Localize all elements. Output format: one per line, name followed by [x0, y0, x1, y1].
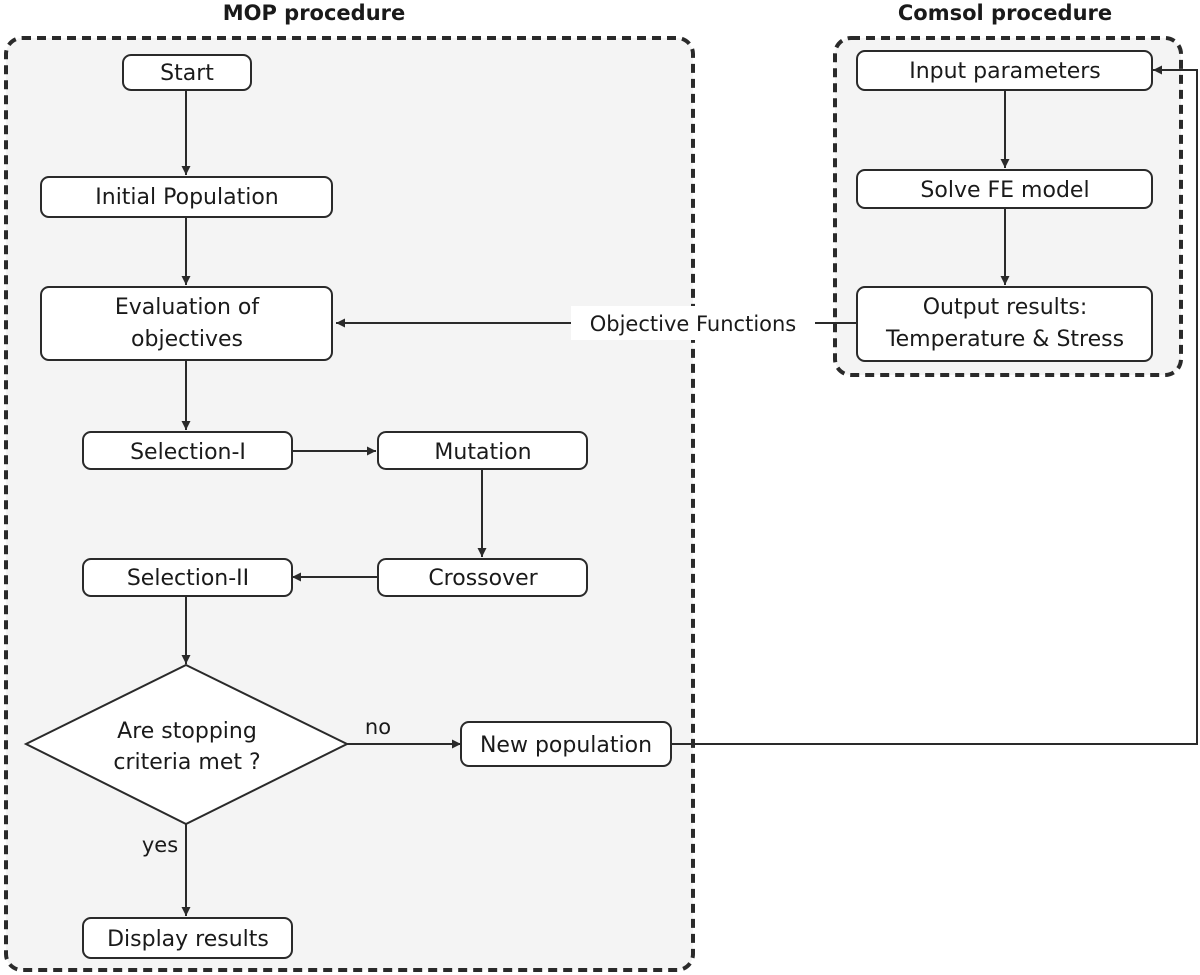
- start-label: Start: [160, 61, 214, 86]
- evaluation-label-line1: Evaluation of: [115, 295, 261, 320]
- selection-1-label: Selection-I: [130, 440, 246, 465]
- new-population-node: [460, 721, 672, 767]
- decision-label-line1: Are stopping: [117, 719, 257, 744]
- solve-fe-label: Solve FE model: [920, 178, 1089, 203]
- output-results-label-line1: Output results:: [923, 295, 1088, 320]
- output-results-label-line2: Temperature & Stress: [885, 327, 1124, 352]
- objective-functions-label-bg: [571, 306, 815, 340]
- evaluation-node: [40, 286, 333, 361]
- selection-2-node: [82, 558, 293, 597]
- crossover-label: Crossover: [428, 566, 538, 591]
- selection-1-node: [82, 431, 293, 470]
- input-parameters-node: [856, 50, 1153, 91]
- solve-fe-node: [856, 169, 1153, 209]
- yes-label: yes: [142, 833, 178, 857]
- output-results-node: [856, 286, 1153, 362]
- evaluation-label-line2: objectives: [131, 327, 243, 352]
- crossover-node: [377, 558, 588, 597]
- selection-2-label: Selection-II: [127, 566, 249, 591]
- objective-functions-label: Objective Functions: [590, 312, 797, 336]
- mutation-label: Mutation: [434, 440, 531, 465]
- decision-label-line2: criteria met ?: [113, 750, 260, 775]
- start-node: [122, 54, 252, 91]
- initial-population-label: Initial Population: [95, 185, 278, 210]
- comsol-title: Comsol procedure: [898, 1, 1112, 25]
- mop-title: MOP procedure: [223, 1, 406, 25]
- display-results-node: [82, 917, 293, 959]
- initial-population-node: [40, 176, 333, 218]
- edge-new-population-to-input: [671, 65, 1198, 745]
- no-label: no: [365, 715, 391, 739]
- decision-node: [23, 663, 350, 826]
- new-population-label: New population: [480, 733, 652, 758]
- mutation-node: [377, 431, 588, 470]
- input-parameters-label: Input parameters: [909, 59, 1101, 84]
- display-results-label: Display results: [107, 927, 269, 952]
